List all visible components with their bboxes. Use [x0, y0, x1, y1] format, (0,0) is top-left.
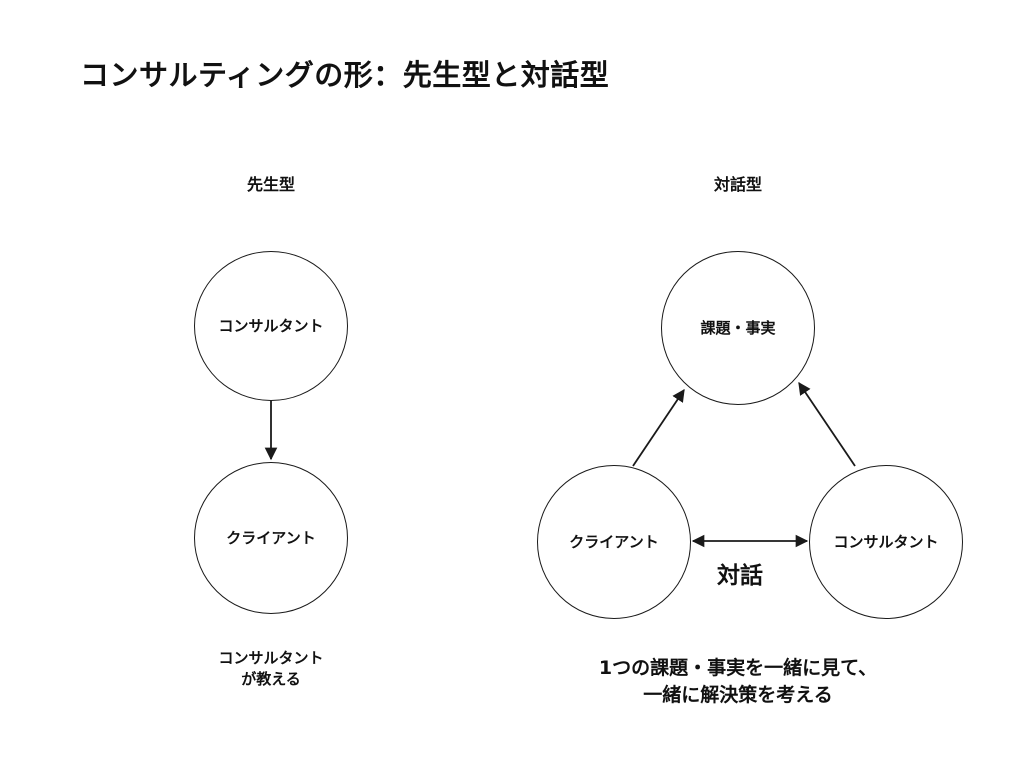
left-caption-line-1: コンサルタント — [218, 649, 324, 667]
right-caption-line-1: 1つの課題・事実を一緒に見て、 — [598, 657, 878, 679]
left-diagram-heading: 先生型 — [246, 175, 295, 194]
arrow-consultant-to-issue — [798, 381, 856, 467]
node-right-client: クライアント — [537, 465, 691, 619]
node-right-issue: 課題・事実 — [661, 251, 815, 405]
node-left-consultant-label: コンサルタント — [218, 316, 324, 335]
node-right-consultant-label: コンサルタント — [833, 532, 939, 551]
arrow-client-to-issue — [632, 388, 685, 467]
dialogue-label: 対話 — [717, 563, 763, 589]
node-right-consultant: コンサルタント — [809, 465, 963, 619]
right-caption-line-2: 一緒に解決策を考える — [643, 683, 833, 706]
right-diagram-heading: 対話型 — [713, 175, 762, 194]
left-caption-line-2: が教える — [241, 670, 301, 689]
page-title: コンサルティングの形：先生型と対話型 — [80, 58, 610, 92]
node-right-issue-label: 課題・事実 — [700, 318, 776, 337]
node-right-client-label: クライアント — [569, 532, 659, 551]
right-diagram-caption: 1つの課題・事実を一緒に見て、 一緒に解決策を考える — [538, 655, 938, 709]
node-left-client: クライアント — [194, 462, 348, 614]
left-diagram-caption: コンサルタント が教える — [171, 648, 371, 691]
node-left-consultant: コンサルタント — [194, 251, 348, 401]
node-left-client-label: クライアント — [226, 528, 316, 547]
